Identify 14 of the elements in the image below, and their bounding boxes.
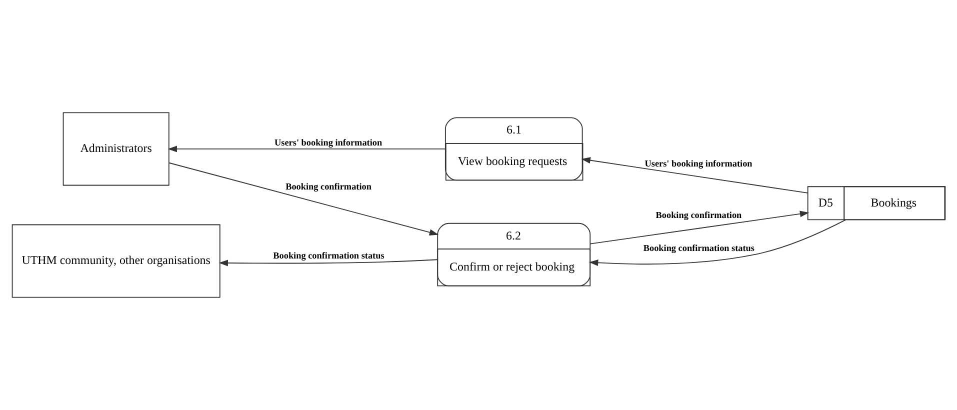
arrow [590, 210, 810, 244]
arrow [588, 219, 846, 266]
node-box: UTHM community, other organisations [12, 224, 220, 298]
edge-label: Users' booking information [274, 137, 382, 148]
edge-label: Users' booking information [644, 158, 752, 168]
arrow [581, 157, 808, 194]
node-box: Administrators [62, 112, 170, 186]
edge-label: Booking confirmation [656, 210, 742, 220]
arrow [218, 259, 438, 266]
edge-label: Booking confirmation status [643, 242, 754, 253]
arrow [168, 146, 446, 152]
edge-label: Booking confirmation [286, 181, 372, 192]
edge-label: Booking confirmation status [273, 250, 384, 260]
arrow [168, 162, 439, 236]
